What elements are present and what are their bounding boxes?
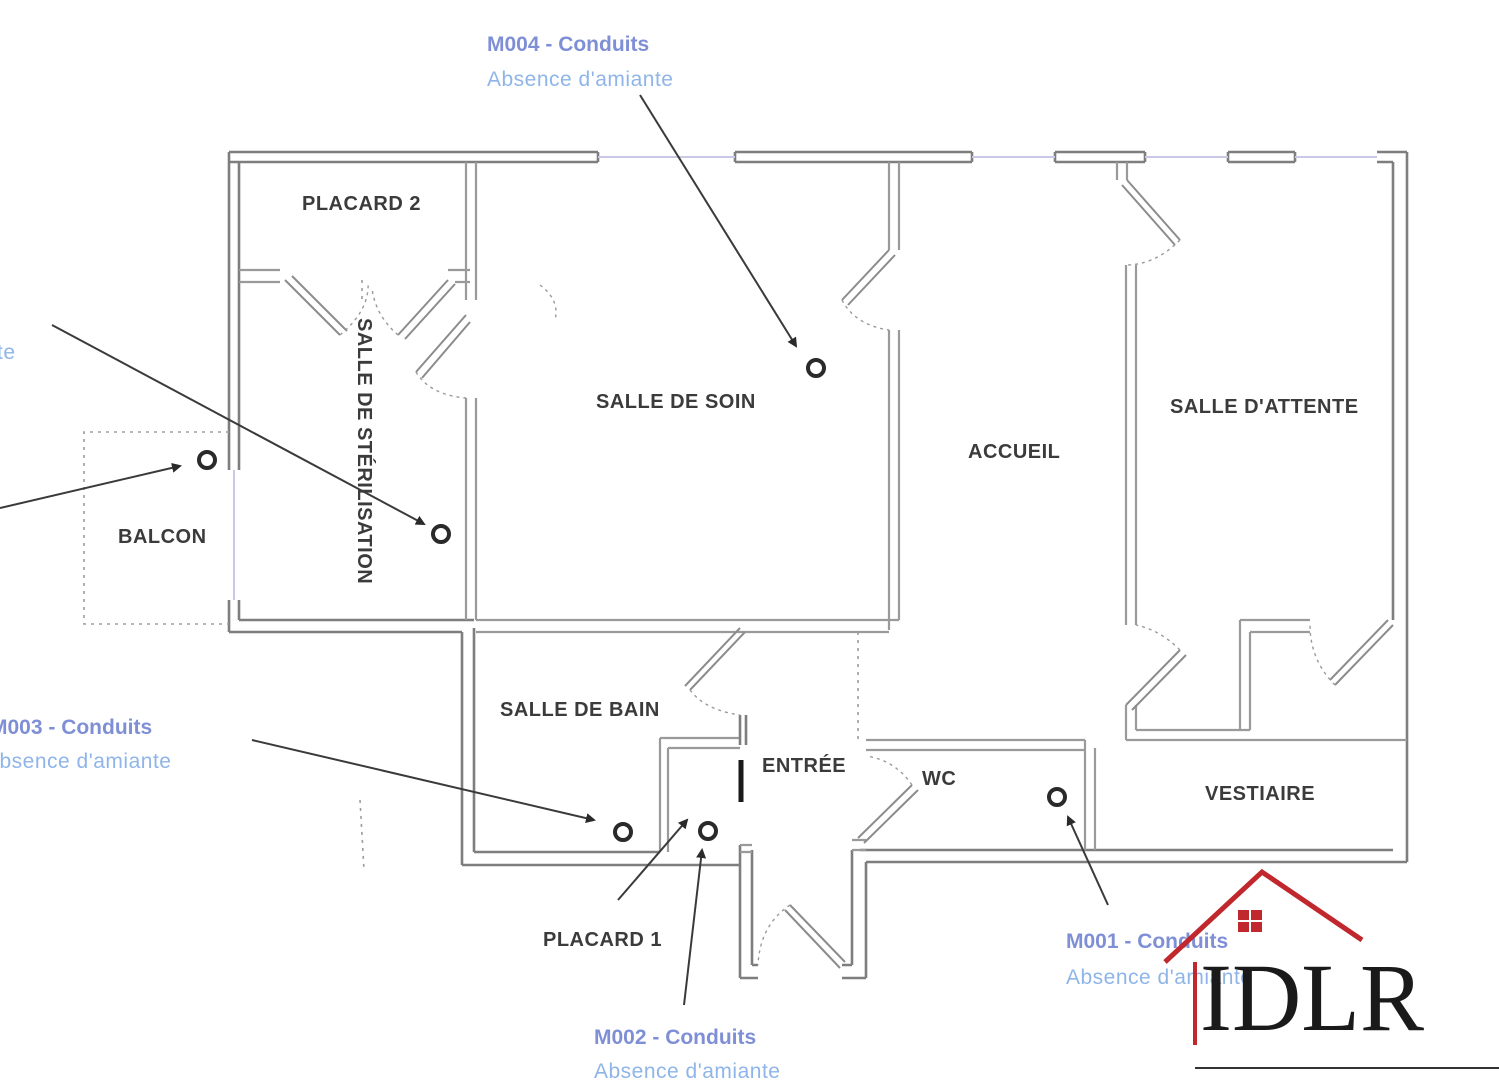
outer-walls xyxy=(227,150,1409,980)
room-label-placard-2: PLACARD 2 xyxy=(302,193,421,215)
balcony-outline xyxy=(83,431,229,625)
room-label-wc: WC xyxy=(922,768,956,790)
interior-walls xyxy=(239,162,1407,854)
marker-m002-code: M002 - Conduits xyxy=(594,1026,756,1049)
arrow-sterilisation xyxy=(51,324,426,525)
arrow-m003 xyxy=(251,739,596,824)
arrow-balcon xyxy=(0,462,182,509)
marker-m001-status: Absence d'amiante xyxy=(1066,966,1252,989)
room-label-salle-de-soin: SALLE DE SOIN xyxy=(596,391,756,413)
marker-m003-status: Absence d'amiante xyxy=(0,750,171,773)
arrow-placard-1 xyxy=(617,818,689,901)
arrow-m002 xyxy=(683,848,707,1006)
room-label-accueil: ACCUEIL xyxy=(968,441,1060,463)
company-logo: IDLR xyxy=(1163,868,1499,1069)
sample-point-m002 xyxy=(698,821,718,841)
sample-point-m004 xyxy=(806,358,826,378)
arrow-m004 xyxy=(639,94,798,348)
marker-m003-code: M003 - Conduits xyxy=(0,716,152,739)
logo-letters: IDLR xyxy=(1200,944,1424,1051)
sample-point-sterilisation xyxy=(431,524,451,544)
arrow-m001 xyxy=(1066,815,1109,906)
marker-m001-code: M001 - Conduits xyxy=(1066,930,1228,953)
room-label-entree: ENTRÉE xyxy=(762,754,846,777)
room-label-placard-1: PLACARD 1 xyxy=(543,929,662,951)
arrows xyxy=(0,94,1109,1006)
room-label-salle-de-bain: SALLE DE BAIN xyxy=(500,699,660,721)
sample-points xyxy=(197,358,1067,842)
marker-m002-status: Absence d'amiante xyxy=(594,1060,780,1080)
room-label-vestiaire: VESTIAIRE xyxy=(1205,783,1315,805)
room-label-salle-attente: SALLE D'ATTENTE xyxy=(1170,396,1359,418)
room-label-balcon: BALCON xyxy=(118,526,207,548)
logo-roof-icon xyxy=(1163,868,1364,964)
doors xyxy=(284,179,1394,969)
logo-window-icon xyxy=(1238,910,1262,932)
room-label-sterilisation: SALLE DE STÉRILISATION xyxy=(353,318,376,584)
marker-m004-code: M004 - Conduits xyxy=(487,33,649,56)
marker-left-partial-status: te xyxy=(0,341,16,364)
sample-point-balcon xyxy=(197,450,217,470)
sample-point-m001 xyxy=(1047,787,1067,807)
room-labels: PLACARD 2 SALLE DE STÉRILISATION SALLE D… xyxy=(118,193,1359,951)
marker-m004-status: Absence d'amiante xyxy=(487,68,673,91)
marker-annotations: M004 - Conduits Absence d'amiante te M00… xyxy=(0,33,1252,1080)
sample-point-m003 xyxy=(613,822,633,842)
